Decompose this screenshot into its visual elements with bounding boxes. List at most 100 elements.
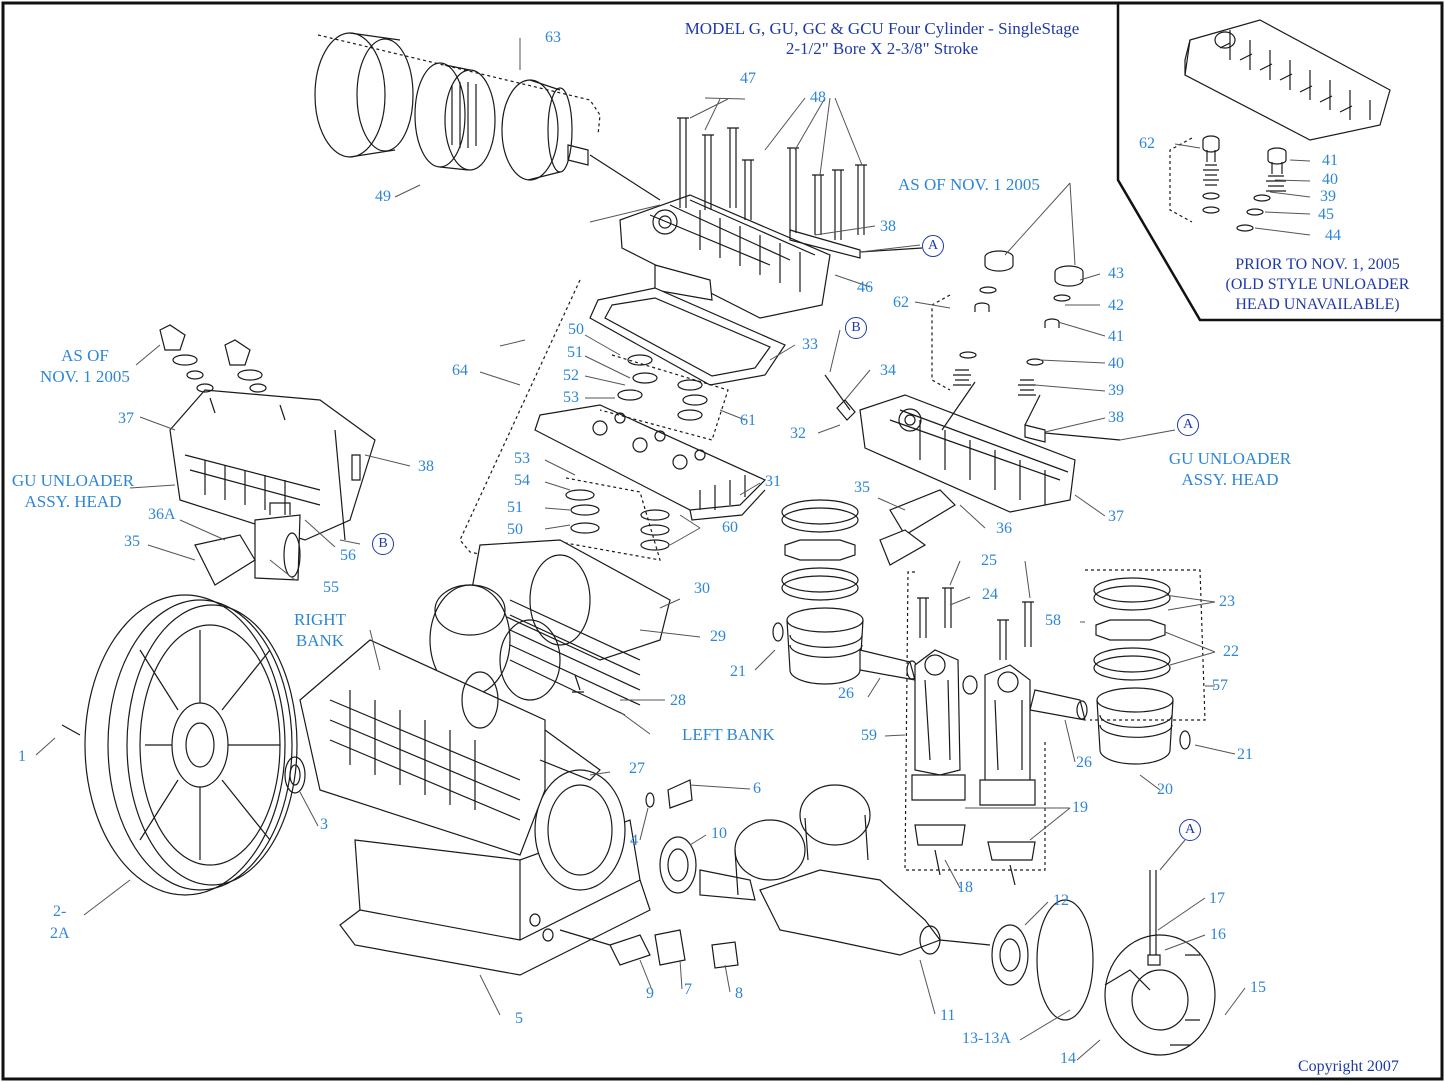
part-label: 21	[730, 663, 746, 680]
part-label: 51	[507, 499, 523, 516]
part-label: 20	[1157, 781, 1173, 798]
part-label: 59	[861, 727, 877, 744]
part-label: 37	[1108, 508, 1124, 525]
part-label: 28	[670, 692, 686, 709]
part-label: 23	[1219, 593, 1235, 610]
part-label: 21	[1237, 746, 1253, 763]
inset-frame	[1116, 3, 1442, 322]
part-label: 33	[802, 336, 818, 353]
part-label: 17	[1209, 890, 1225, 907]
part-label: 53	[514, 450, 530, 467]
inset-note: PRIOR TO NOV. 1, 2005 (OLD STYLE UNLOADE…	[1210, 255, 1425, 315]
right-bank-callout: RIGHT BANK	[285, 609, 355, 651]
part-label: 64	[452, 362, 468, 379]
conrod-drawing	[904, 571, 1046, 886]
right-bank-line-1: RIGHT	[294, 610, 346, 629]
part-label: 29	[710, 628, 726, 645]
part-label: 60	[722, 519, 738, 536]
inset-head-drawing	[1169, 19, 1391, 232]
ref-mark-a-bottom: A	[1179, 819, 1201, 841]
part-label: 27	[629, 760, 645, 777]
part-label: 13-13A	[962, 1030, 1011, 1047]
part-label: 63	[545, 29, 561, 46]
part-label: 55	[323, 579, 339, 596]
part-label: 39	[1320, 188, 1336, 205]
part-label: 43	[1108, 265, 1124, 282]
gu-unloader-callout-right: GU UNLOADER ASSY. HEAD	[1160, 448, 1300, 490]
as-of-callout-right: AS OF NOV. 1 2005	[898, 175, 1040, 194]
part-label: 51	[567, 344, 583, 361]
title-line-1: MODEL G, GU, GC & GCU Four Cylinder - Si…	[684, 19, 1080, 38]
part-label: 3	[320, 816, 328, 833]
left-head-drawing	[159, 324, 376, 586]
part-label: 46	[857, 279, 873, 296]
part-label: 62	[893, 294, 909, 311]
left-bank-callout: LEFT BANK	[682, 725, 775, 744]
as-of-left-line-1: AS OF	[61, 346, 109, 365]
part-label: 40	[1108, 355, 1124, 372]
part-label: 2A	[50, 925, 70, 942]
part-label: 37	[118, 410, 134, 427]
part-label: 44	[1325, 227, 1341, 244]
gu-left-line-1: GU UNLOADER	[11, 471, 135, 490]
ref-mark-a-right: A	[1177, 414, 1199, 436]
inset-note-line-2: (OLD STYLE UNLOADER	[1225, 276, 1410, 293]
part-label: 34	[880, 362, 896, 379]
part-label: 56	[340, 547, 356, 564]
top-head-drawing	[619, 117, 923, 319]
part-label: 2-	[53, 903, 67, 920]
gu-right-line-1: GU UNLOADER	[1168, 449, 1292, 468]
right-bank-line-2: BANK	[295, 631, 345, 650]
part-label: 30	[694, 580, 710, 597]
part-label: 11	[940, 1007, 956, 1024]
flywheel-drawing	[61, 594, 306, 896]
part-label: 26	[838, 685, 854, 702]
part-label: 15	[1250, 979, 1266, 996]
gu-left-line-2: ASSY. HEAD	[24, 492, 122, 511]
part-label: 57	[1212, 677, 1228, 694]
part-label: 1	[18, 748, 26, 765]
ref-mark-b-left: B	[372, 533, 394, 555]
part-label: 41	[1322, 152, 1338, 169]
part-label: 45	[1318, 206, 1334, 223]
part-label: 16	[1210, 926, 1226, 943]
part-label: 50	[507, 521, 523, 538]
copyright-text: Copyright 2007	[1298, 1058, 1399, 1075]
part-label: 32	[790, 425, 806, 442]
part-label: 53	[563, 389, 579, 406]
part-label: 40	[1322, 171, 1338, 188]
part-label: 38	[418, 458, 434, 475]
air-filter-drawing	[314, 32, 661, 201]
title-line-2: 2-1/2" Bore X 2-3/8" Stroke	[785, 39, 979, 58]
valve-plate-drawing	[459, 279, 786, 596]
ref-mark-a-top: A	[922, 235, 944, 257]
gu-unloader-callout-left: GU UNLOADER ASSY. HEAD	[8, 470, 138, 512]
part-label: 12	[1053, 892, 1069, 909]
part-label: 35	[854, 479, 870, 496]
part-label: 14	[1060, 1050, 1076, 1067]
part-label: 41	[1108, 328, 1124, 345]
as-of-callout-left: AS OF NOV. 1 2005	[30, 345, 140, 387]
part-label: 54	[514, 472, 530, 489]
piston-drawing	[772, 499, 1206, 765]
part-label: 25	[981, 552, 997, 569]
part-label: 9	[646, 985, 654, 1002]
part-label: 4	[630, 832, 638, 849]
part-label: 22	[1223, 643, 1239, 660]
as-of-left-line-2: NOV. 1 2005	[40, 367, 130, 386]
part-label: 38	[1108, 409, 1124, 426]
part-label: 35	[124, 533, 140, 550]
part-label: 49	[375, 188, 391, 205]
part-label: 38	[880, 218, 896, 235]
part-label: 7	[684, 981, 692, 998]
diagram-title: MODEL G, GU, GC & GCU Four Cylinder - Si…	[662, 19, 1102, 59]
part-label: 39	[1108, 382, 1124, 399]
part-label: 24	[982, 586, 998, 603]
part-label: 19	[1072, 799, 1088, 816]
part-label: 31	[765, 473, 781, 490]
part-label: 62	[1139, 135, 1155, 152]
part-label: 5	[515, 1010, 523, 1027]
part-label: 61	[740, 412, 756, 429]
